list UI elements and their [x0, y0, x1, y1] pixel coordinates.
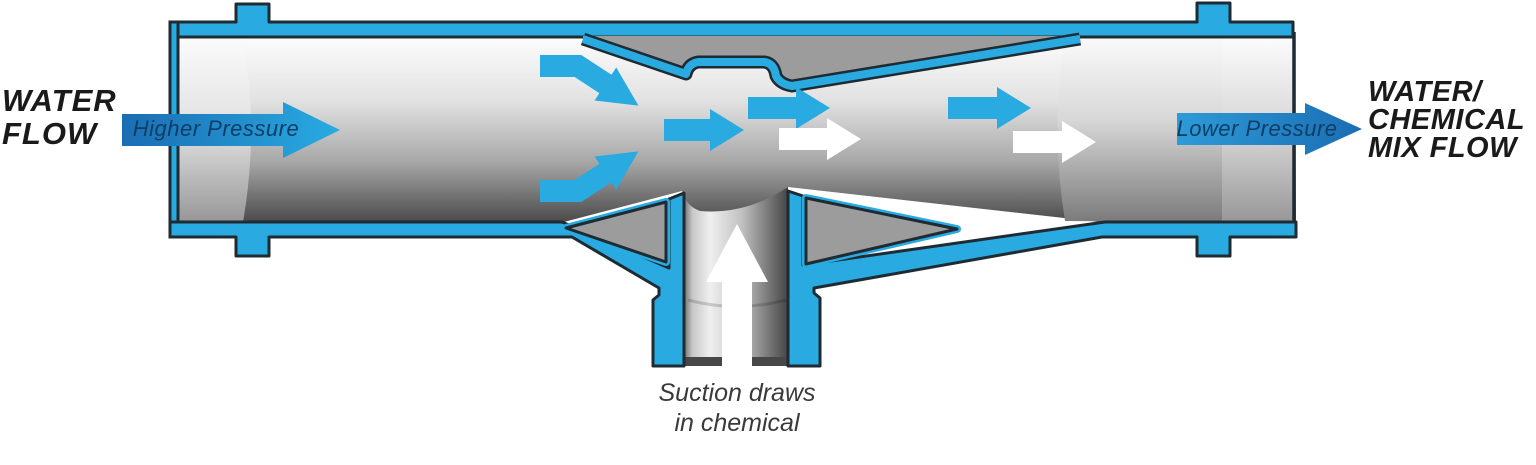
flow-arrow-blue	[948, 87, 1031, 129]
suction-caption: Suction draws in chemical	[612, 378, 862, 438]
converging-flow-arrows	[540, 55, 639, 202]
tee-wall-triangle-left	[562, 198, 670, 266]
outlet-pressure-arrow	[1177, 103, 1362, 155]
lower-pressure-label: Lower Pressure	[1176, 116, 1338, 141]
mix-flow-line1: WATER/	[1368, 76, 1482, 108]
flow-arrow-upper-bend	[540, 55, 639, 106]
flow-arrow-white	[779, 118, 861, 160]
water-flow-label: WATER FLOW	[2, 84, 117, 150]
flow-arrow-blue	[664, 109, 744, 151]
water-flow-line1: WATER	[2, 83, 117, 118]
tee-wall-triangle-right	[802, 194, 961, 268]
suction-up-arrow	[706, 224, 768, 366]
water-flow-line2: FLOW	[2, 116, 98, 151]
flow-arrow-lower-bend	[540, 151, 639, 202]
pipe-casing-top	[168, 1, 1295, 39]
pipe-casing-bottom-right	[786, 189, 1298, 368]
outlet-barrel	[1057, 37, 1222, 222]
mix-flow-label: WATER/ CHEMICAL MIX FLOW	[1368, 76, 1526, 164]
flow-arrow-blue	[748, 87, 830, 129]
mix-flow-line2: CHEMICAL	[1368, 104, 1526, 136]
suction-caption-line2: in chemical	[674, 409, 800, 437]
mix-flow-line3: MIX FLOW	[1368, 132, 1517, 164]
throat-flow-arrows	[664, 87, 1096, 163]
inlet-pressure-arrow	[122, 102, 340, 158]
higher-pressure-label: Higher Pressure	[132, 116, 300, 141]
nozzle-wall-lining	[581, 35, 1081, 90]
nozzle-wall-wedge	[583, 36, 1080, 86]
suction-caption-line1: Suction draws	[658, 379, 816, 407]
flow-arrow-white	[1013, 121, 1096, 163]
